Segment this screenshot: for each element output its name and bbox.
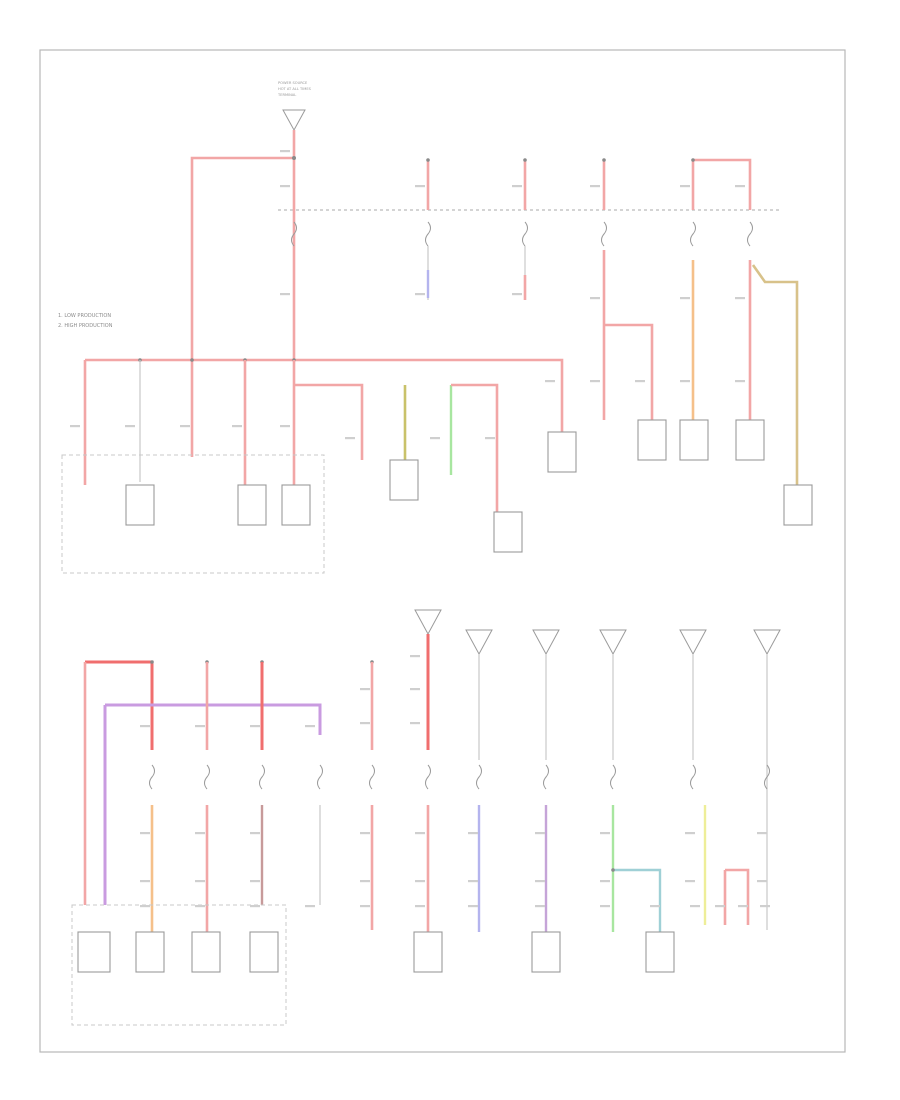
wire-label-mark — [600, 832, 610, 835]
wire-label-mark — [180, 425, 190, 428]
wire-label-mark — [280, 185, 290, 188]
wire-label-mark — [305, 725, 315, 728]
wire-label-mark — [757, 832, 767, 835]
wire-label-mark — [600, 880, 610, 883]
svg-text:HOT AT ALL TIMES: HOT AT ALL TIMES — [278, 87, 312, 91]
wire-label-mark — [415, 293, 425, 296]
wire-tan — [751, 264, 799, 485]
wire-label-mark — [535, 905, 545, 908]
lower-power-sources — [414, 609, 781, 656]
wire-label-mark — [140, 880, 150, 883]
wire-label-mark — [512, 293, 522, 296]
wire-label-mark — [590, 185, 600, 188]
upper-relay-box — [61, 454, 325, 574]
wire-label-mark — [685, 880, 695, 883]
wire-label-mark — [485, 437, 495, 440]
wire-label-mark — [430, 437, 440, 440]
legend-line-1: 1. LOW PRODUCTION — [58, 313, 111, 319]
lower-relay-box — [71, 904, 287, 1026]
wire-label-mark — [650, 905, 660, 908]
wire-label-mark — [360, 905, 370, 908]
wire-label-mark — [685, 832, 695, 835]
wire-label-mark — [738, 905, 748, 908]
wire-label-mark — [250, 905, 260, 908]
wire-label-mark — [468, 905, 478, 908]
wire-label-mark — [415, 880, 425, 883]
left-feed-wire — [190, 156, 294, 457]
wire-label-mark — [415, 832, 425, 835]
wire-label-mark — [250, 725, 260, 728]
wire-label-mark — [415, 905, 425, 908]
wire-label-mark — [360, 688, 370, 691]
wire-label-mark — [250, 880, 260, 883]
wire-label-mark — [70, 425, 80, 428]
wire-label-mark — [280, 293, 290, 296]
wire-label-mark — [232, 425, 242, 428]
wire-label-mark — [535, 880, 545, 883]
wire-label-mark — [195, 905, 205, 908]
wire-label-mark — [360, 832, 370, 835]
wire-label-mark — [125, 425, 135, 428]
wire-label-mark — [535, 832, 545, 835]
wire-label-mark — [250, 832, 260, 835]
wire-label-mark — [735, 185, 745, 188]
wire-label-mark — [680, 297, 690, 300]
svg-text:TERMINAL: TERMINAL — [277, 93, 296, 97]
wire-label-mark — [410, 722, 420, 725]
wire-label-mark — [140, 832, 150, 835]
wire-label-mark — [195, 880, 205, 883]
tiny-wire-labels — [70, 150, 770, 908]
wire-label-mark — [415, 185, 425, 188]
wire-label-mark — [410, 655, 420, 658]
wire-label-mark — [468, 832, 478, 835]
upper-fuse-stubs — [426, 158, 752, 210]
lower-purple-bus — [105, 703, 322, 735]
wire-label-mark — [735, 380, 745, 383]
wire-label-mark — [280, 425, 290, 428]
wire-label-mark — [757, 880, 767, 883]
wire-label-mark — [512, 185, 522, 188]
wire-label-mark — [690, 905, 700, 908]
wire-label-mark — [760, 905, 770, 908]
wire-label-mark — [680, 380, 690, 383]
wire-label-mark — [410, 688, 420, 691]
lower-fuses — [149, 764, 770, 790]
wire-label-mark — [305, 905, 315, 908]
lower-components — [77, 931, 675, 973]
diagram-frame — [39, 49, 846, 1053]
wire-label-mark — [735, 297, 745, 300]
wire-label-mark — [680, 185, 690, 188]
upper-fuses — [291, 221, 753, 247]
wire-label-mark — [545, 380, 555, 383]
legend-line-2: 2. HIGH PRODUCTION — [58, 323, 113, 329]
top-power-source: POWER SOURCE HOT AT ALL TIMES TERMINAL — [277, 81, 312, 132]
wire-label-mark — [468, 880, 478, 883]
wire-label-mark — [715, 905, 725, 908]
wire-label-mark — [195, 832, 205, 835]
wire-label-mark — [195, 725, 205, 728]
svg-text:POWER SOURCE: POWER SOURCE — [278, 81, 308, 85]
wire-label-mark — [280, 150, 290, 153]
wire-label-mark — [140, 905, 150, 908]
wire-label-mark — [345, 437, 355, 440]
wire-label-mark — [140, 725, 150, 728]
wire-label-mark — [590, 380, 600, 383]
wire-label-mark — [590, 297, 600, 300]
upper-components — [125, 419, 813, 553]
wire-label-mark — [600, 905, 610, 908]
middle-bus-wire — [85, 358, 564, 432]
wire-label-mark — [360, 880, 370, 883]
wire-label-mark — [635, 380, 645, 383]
wire-label-mark — [360, 722, 370, 725]
